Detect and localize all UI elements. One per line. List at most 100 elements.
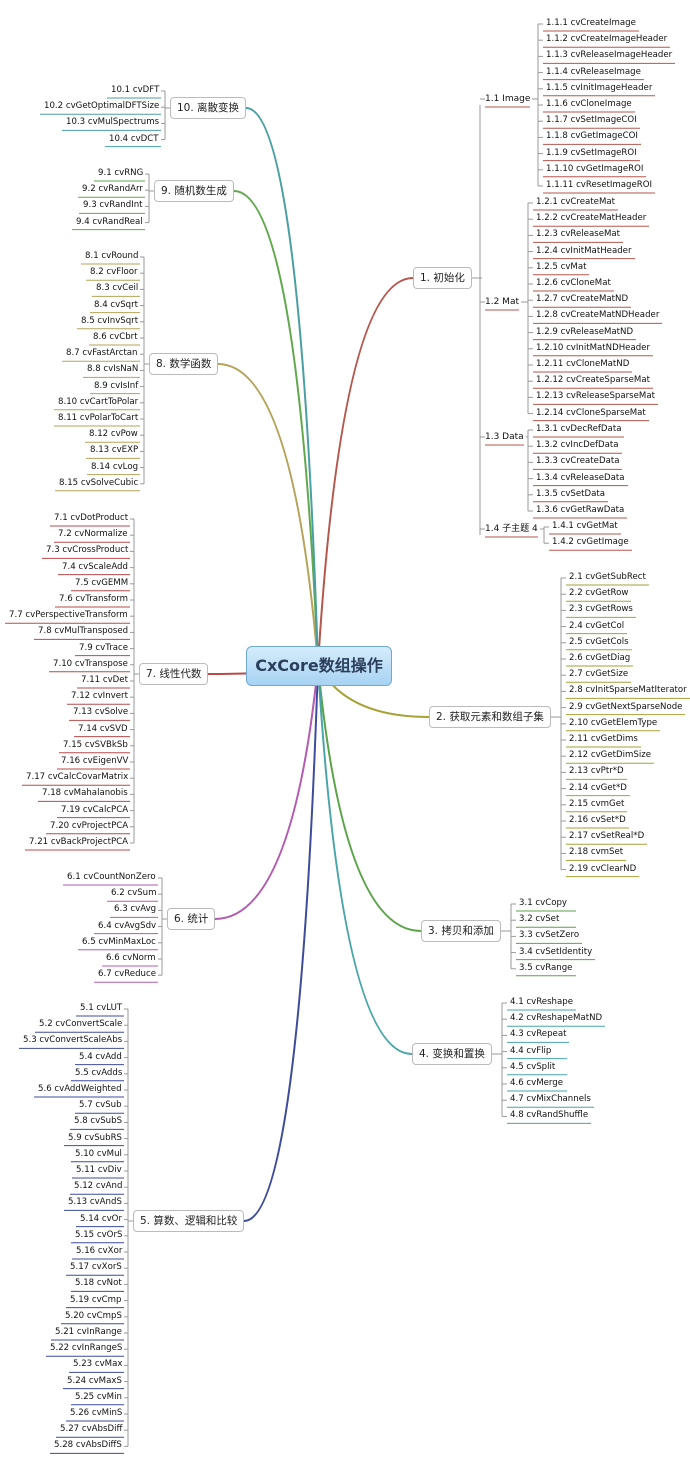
leaf-item[interactable]: 2.7 cvGetSize <box>569 669 629 680</box>
branch-10[interactable]: 10. 离散变换 <box>170 97 247 119</box>
leaf-item[interactable]: 5.12 cvAnd <box>74 1181 123 1192</box>
leaf-item[interactable]: 2.4 cvGetCol <box>569 620 625 631</box>
leaf-item[interactable]: 7.18 cvMahalanobis <box>42 788 128 799</box>
leaf-item[interactable]: 3.3 cvSetZero <box>519 930 580 941</box>
group-label[interactable]: 1.1 Image <box>485 94 531 104</box>
leaf-item[interactable]: 9.1 cvRNG <box>98 168 144 178</box>
branch-4[interactable]: 4. 变换和置换 <box>412 1043 492 1065</box>
leaf-item[interactable]: 5.15 cvOrS <box>75 1229 123 1240</box>
leaf-item[interactable]: 1.2.2 cvCreateMatHeader <box>536 213 647 224</box>
leaf-item[interactable]: 1.3.4 cvReleaseData <box>536 472 625 483</box>
leaf-item[interactable]: 5.22 cvInRangeS <box>50 1343 123 1354</box>
leaf-item[interactable]: 1.3.6 cvGetRawData <box>536 505 625 515</box>
leaf-item[interactable]: 5.2 cvConvertScale <box>39 1019 123 1030</box>
leaf-item[interactable]: 1.2.11 cvCloneMatND <box>536 359 630 369</box>
leaf-item[interactable]: 5.1 cvLUT <box>80 1003 123 1013</box>
leaf-item[interactable]: 8.11 cvPolarToCart <box>58 413 139 423</box>
leaf-item[interactable]: 2.1 cvGetSubRect <box>569 572 646 582</box>
branch-8[interactable]: 8. 数学函数 <box>149 353 219 375</box>
leaf-item[interactable]: 1.1.4 cvReleaseImage <box>546 66 641 77</box>
leaf-item[interactable]: 1.2.9 cvReleaseMatND <box>536 326 634 337</box>
leaf-item[interactable]: 2.6 cvGetDiag <box>569 653 631 663</box>
leaf-item[interactable]: 5.14 cvOr <box>80 1213 122 1224</box>
leaf-item[interactable]: 9.3 cvRandInt <box>83 200 143 211</box>
leaf-item[interactable]: 2.18 cvmSet <box>569 847 624 858</box>
leaf-item[interactable]: 7.1 cvDotProduct <box>54 513 129 523</box>
leaf-item[interactable]: 7.6 cvTransform <box>59 594 128 604</box>
leaf-item[interactable]: 7.12 cvInvert <box>71 691 128 702</box>
leaf-item[interactable]: 2.16 cvSet*D <box>569 815 626 825</box>
leaf-item[interactable]: 8.9 cvIsInf <box>94 380 139 391</box>
leaf-item[interactable]: 2.8 cvInitSparseMatIterator <box>569 685 687 696</box>
leaf-item[interactable]: 3.1 cvCopy <box>519 898 568 908</box>
leaf-item[interactable]: 7.9 cvTrace <box>79 642 129 653</box>
leaf-item[interactable]: 7.17 cvCalcCovarMatrix <box>26 772 129 783</box>
group-label[interactable]: 1.2 Mat <box>485 297 519 307</box>
group-label[interactable]: 1.3 Data <box>485 432 524 442</box>
leaf-item[interactable]: 10.4 cvDCT <box>109 133 159 144</box>
leaf-item[interactable]: 8.13 cvEXP <box>90 445 139 456</box>
leaf-item[interactable]: 5.20 cvCmpS <box>65 1310 122 1321</box>
leaf-item[interactable]: 4.1 cvReshape <box>510 997 574 1007</box>
leaf-item[interactable]: 5.9 cvSubRS <box>68 1132 122 1143</box>
leaf-item[interactable]: 1.1.1 cvCreateImage <box>546 18 636 28</box>
leaf-item[interactable]: 1.1.11 cvResetImageROI <box>546 180 653 190</box>
leaf-item[interactable]: 1.1.7 cvSetImageCOI <box>546 115 637 126</box>
leaf-item[interactable]: 8.4 cvSqrt <box>94 299 139 310</box>
leaf-item[interactable]: 1.3.5 cvSetData <box>536 488 606 499</box>
leaf-item[interactable]: 7.5 cvGEMM <box>75 577 129 588</box>
leaf-item[interactable]: 8.2 cvFloor <box>90 267 138 278</box>
leaf-item[interactable]: 6.1 cvCountNonZero <box>67 872 156 882</box>
leaf-item[interactable]: 10.3 cvMulSpectrums <box>66 117 160 128</box>
leaf-item[interactable]: 5.18 cvNot <box>75 1278 122 1289</box>
branch-5[interactable]: 5. 算数、逻辑和比较 <box>133 1210 245 1232</box>
leaf-item[interactable]: 2.11 cvGetDims <box>569 734 638 744</box>
leaf-item[interactable]: 6.6 cvNorm <box>106 953 156 963</box>
leaf-item[interactable]: 4.4 cvFlip <box>510 1045 552 1056</box>
leaf-item[interactable]: 8.6 cvCbrt <box>93 332 138 342</box>
branch-1[interactable]: 1. 初始化 <box>413 267 472 289</box>
leaf-item[interactable]: 2.19 cvClearND <box>569 863 637 874</box>
leaf-item[interactable]: 7.3 cvCrossProduct <box>46 545 129 556</box>
leaf-item[interactable]: 7.13 cvSolve <box>73 707 129 718</box>
leaf-item[interactable]: 5.11 cvDiv <box>76 1165 122 1175</box>
leaf-item[interactable]: 8.3 cvCeil <box>96 283 139 294</box>
root-topic[interactable]: CxCore数组操作 <box>246 646 392 686</box>
leaf-item[interactable]: 5.7 cvSub <box>79 1100 122 1111</box>
leaf-item[interactable]: 7.10 cvTranspose <box>53 658 128 669</box>
leaf-item[interactable]: 1.1.5 cvInitImageHeader <box>546 82 653 93</box>
leaf-item[interactable]: 10.1 cvDFT <box>111 85 160 95</box>
leaf-item[interactable]: 2.15 cvmGet <box>569 798 625 809</box>
leaf-item[interactable]: 5.17 cvXorS <box>70 1262 122 1273</box>
branch-9[interactable]: 9. 随机数生成 <box>154 180 234 202</box>
leaf-item[interactable]: 1.2.6 cvCloneMat <box>536 278 611 288</box>
leaf-item[interactable]: 1.1.9 cvSetImageROI <box>546 147 637 158</box>
leaf-item[interactable]: 5.27 cvAbsDiff <box>60 1424 123 1435</box>
leaf-item[interactable]: 2.2 cvGetRow <box>569 588 629 599</box>
leaf-item[interactable]: 4.7 cvMixChannels <box>510 1094 591 1105</box>
leaf-item[interactable]: 2.12 cvGetDimSize <box>569 750 652 761</box>
leaf-item[interactable]: 1.3.2 cvIncDefData <box>536 440 619 451</box>
branch-7[interactable]: 7. 线性代数 <box>139 663 209 685</box>
leaf-item[interactable]: 4.8 cvRandShuffle <box>510 1110 589 1121</box>
leaf-item[interactable]: 1.2.7 cvCreateMatND <box>536 294 629 305</box>
leaf-item[interactable]: 1.1.10 cvGetImageROI <box>546 163 644 174</box>
leaf-item[interactable]: 1.4.2 cvGetImage <box>552 537 629 548</box>
leaf-item[interactable]: 10.2 cvGetOptimalDFTSize <box>44 101 160 112</box>
leaf-item[interactable]: 8.14 cvLog <box>91 461 139 472</box>
leaf-item[interactable]: 1.2.8 cvCreateMatNDHeader <box>536 310 660 321</box>
branch-6[interactable]: 6. 统计 <box>167 908 216 930</box>
leaf-item[interactable]: 5.10 cvMul <box>75 1148 122 1159</box>
leaf-item[interactable]: 1.1.8 cvGetImageCOI <box>546 131 638 142</box>
leaf-item[interactable]: 1.1.3 cvReleaseImageHeader <box>546 50 673 61</box>
branch-3[interactable]: 3. 拷贝和添加 <box>421 920 501 942</box>
leaf-item[interactable]: 5.24 cvMaxS <box>67 1375 122 1386</box>
leaf-item[interactable]: 5.23 cvMax <box>73 1359 123 1370</box>
leaf-item[interactable]: 6.7 cvReduce <box>98 969 156 980</box>
leaf-item[interactable]: 2.9 cvGetNextSparseNode <box>569 701 683 712</box>
leaf-item[interactable]: 6.3 cvAvg <box>114 904 157 915</box>
leaf-item[interactable]: 5.3 cvConvertScaleAbs <box>23 1035 123 1046</box>
leaf-item[interactable]: 2.17 cvSetReal*D <box>569 831 645 842</box>
leaf-item[interactable]: 6.5 cvMinMaxLoc <box>82 936 156 947</box>
leaf-item[interactable]: 5.8 cvSubS <box>74 1116 123 1127</box>
